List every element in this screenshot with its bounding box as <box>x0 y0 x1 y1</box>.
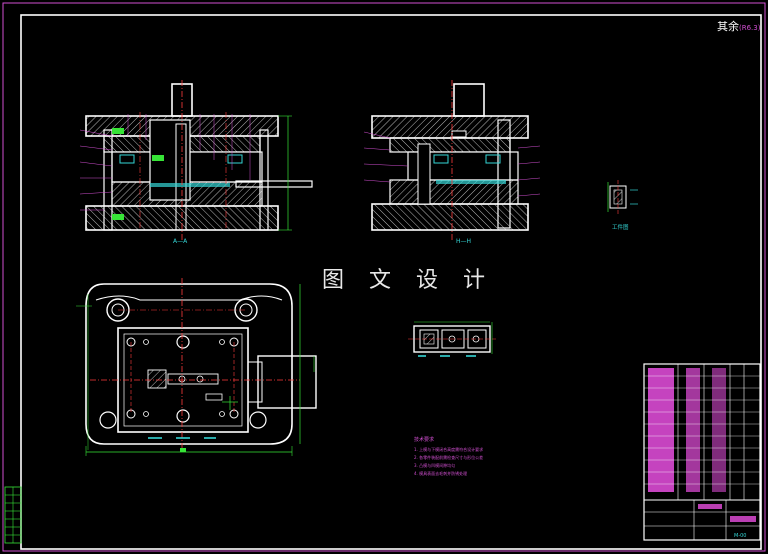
part-drawing-label: 工件图 <box>612 223 629 231</box>
drawing-number: M-00 <box>734 533 746 539</box>
watermark-text: 图 文 设 计 <box>322 268 494 293</box>
section-view-a-a: A—A <box>79 80 313 245</box>
parts-list-title-block: M-00 <box>643 363 761 541</box>
surface-finish-label: 其余 <box>717 20 739 33</box>
section-a-a-label: A—A <box>173 238 188 245</box>
section-h-h-label: H—H <box>456 238 471 245</box>
surface-finish-value: (R6.3) <box>739 24 761 32</box>
left-revision-strip <box>4 486 22 544</box>
tech-requirement-item: 3. 凸模与凹模间隙均匀 <box>414 462 455 468</box>
plan-view <box>76 278 317 456</box>
tech-requirement-item: 4. 模具表面去毛刺并防锈处理 <box>414 470 467 476</box>
part-drawing: 工件图 <box>607 180 638 231</box>
technical-requirements: 技术要求 1. 上模与下模闭合高度需符合设计要求 2. 各零件装配前需检查尺寸与… <box>414 436 483 476</box>
inner-border <box>20 14 762 550</box>
tech-requirement-item: 1. 上模与下模闭合高度需符合设计要求 <box>414 446 483 452</box>
tech-requirements-title: 技术要求 <box>414 436 434 443</box>
surface-finish-note: 其余(R6.3) <box>717 18 760 34</box>
strip-layout <box>408 321 496 357</box>
tech-requirement-item: 2. 各零件装配前需检查尺寸与形位公差 <box>414 454 483 460</box>
section-view-h-h: H—H <box>363 80 541 245</box>
